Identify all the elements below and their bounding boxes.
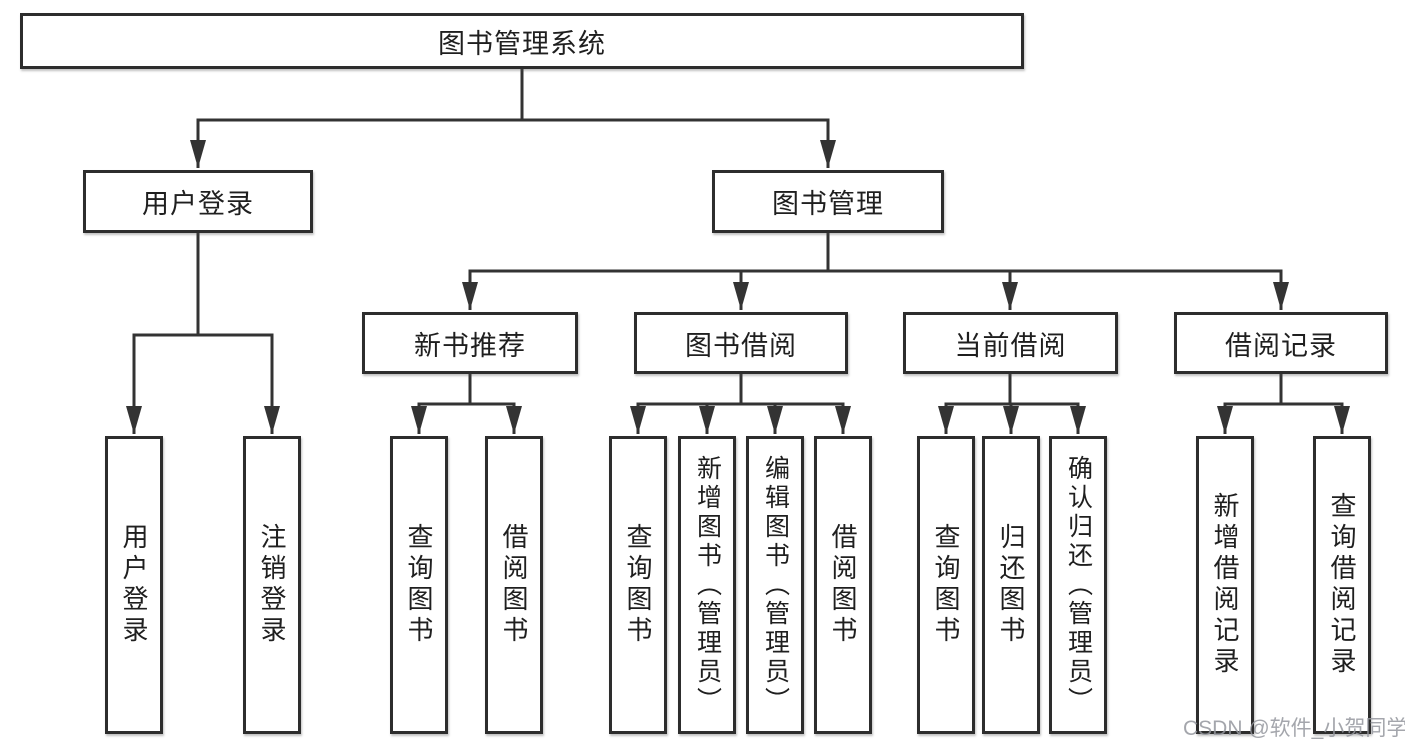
leaf-borrowing-query-books: 查询图书 — [609, 436, 667, 734]
leaf-confirm-return-admin: 确认归还（管理员） — [1049, 436, 1107, 734]
leaf-edit-books-admin: 编辑图书（管理员） — [746, 436, 804, 734]
node-user-login: 用户登录 — [83, 170, 313, 233]
leaf-label: 借阅图书 — [499, 523, 529, 647]
leaf-label: 注销登录 — [257, 523, 287, 647]
node-new-book-recommend: 新书推荐 — [362, 312, 578, 374]
leaf-borrowing-borrow-books: 借阅图书 — [814, 436, 872, 734]
edge-arrow-lines — [126, 120, 1350, 434]
leaf-label: 查询借阅记录 — [1327, 492, 1357, 678]
leaf-return-books: 归还图书 — [982, 436, 1040, 734]
node-current-borrowing: 当前借阅 — [903, 312, 1118, 374]
leaf-new-book-borrow-books: 借阅图书 — [485, 436, 543, 734]
leaf-query-borrow-record: 查询借阅记录 — [1313, 436, 1371, 734]
node-book-management: 图书管理 — [712, 170, 944, 233]
leaf-label: 查询图书 — [623, 523, 653, 647]
leaf-label: 新增图书（管理员） — [693, 454, 722, 716]
node-book-borrowing: 图书借阅 — [634, 312, 848, 374]
leaf-label: 借阅图书 — [828, 523, 858, 647]
leaf-label: 新增借阅记录 — [1210, 492, 1240, 678]
node-borrowing-records: 借阅记录 — [1174, 312, 1388, 374]
leaf-user-login: 用户登录 — [105, 436, 163, 734]
leaf-label: 用户登录 — [119, 523, 149, 647]
edge-trunk-lines — [132, 67, 1344, 406]
leaf-add-books-admin: 新增图书（管理员） — [678, 436, 736, 734]
leaf-label: 查询图书 — [931, 523, 961, 647]
leaf-logout: 注销登录 — [243, 436, 301, 734]
leaf-current-query-books: 查询图书 — [917, 436, 975, 734]
leaf-label: 确认归还（管理员） — [1064, 454, 1093, 716]
leaf-label: 查询图书 — [404, 523, 434, 647]
node-root-library-management-system: 图书管理系统 — [20, 13, 1024, 69]
leaf-new-book-query-books: 查询图书 — [390, 436, 448, 734]
leaf-label: 编辑图书（管理员） — [761, 454, 790, 716]
csdn-watermark: CSDN @软件_小贺同学 — [1183, 717, 1405, 740]
leaf-add-borrow-record: 新增借阅记录 — [1196, 436, 1254, 734]
leaf-label: 归还图书 — [996, 523, 1026, 647]
